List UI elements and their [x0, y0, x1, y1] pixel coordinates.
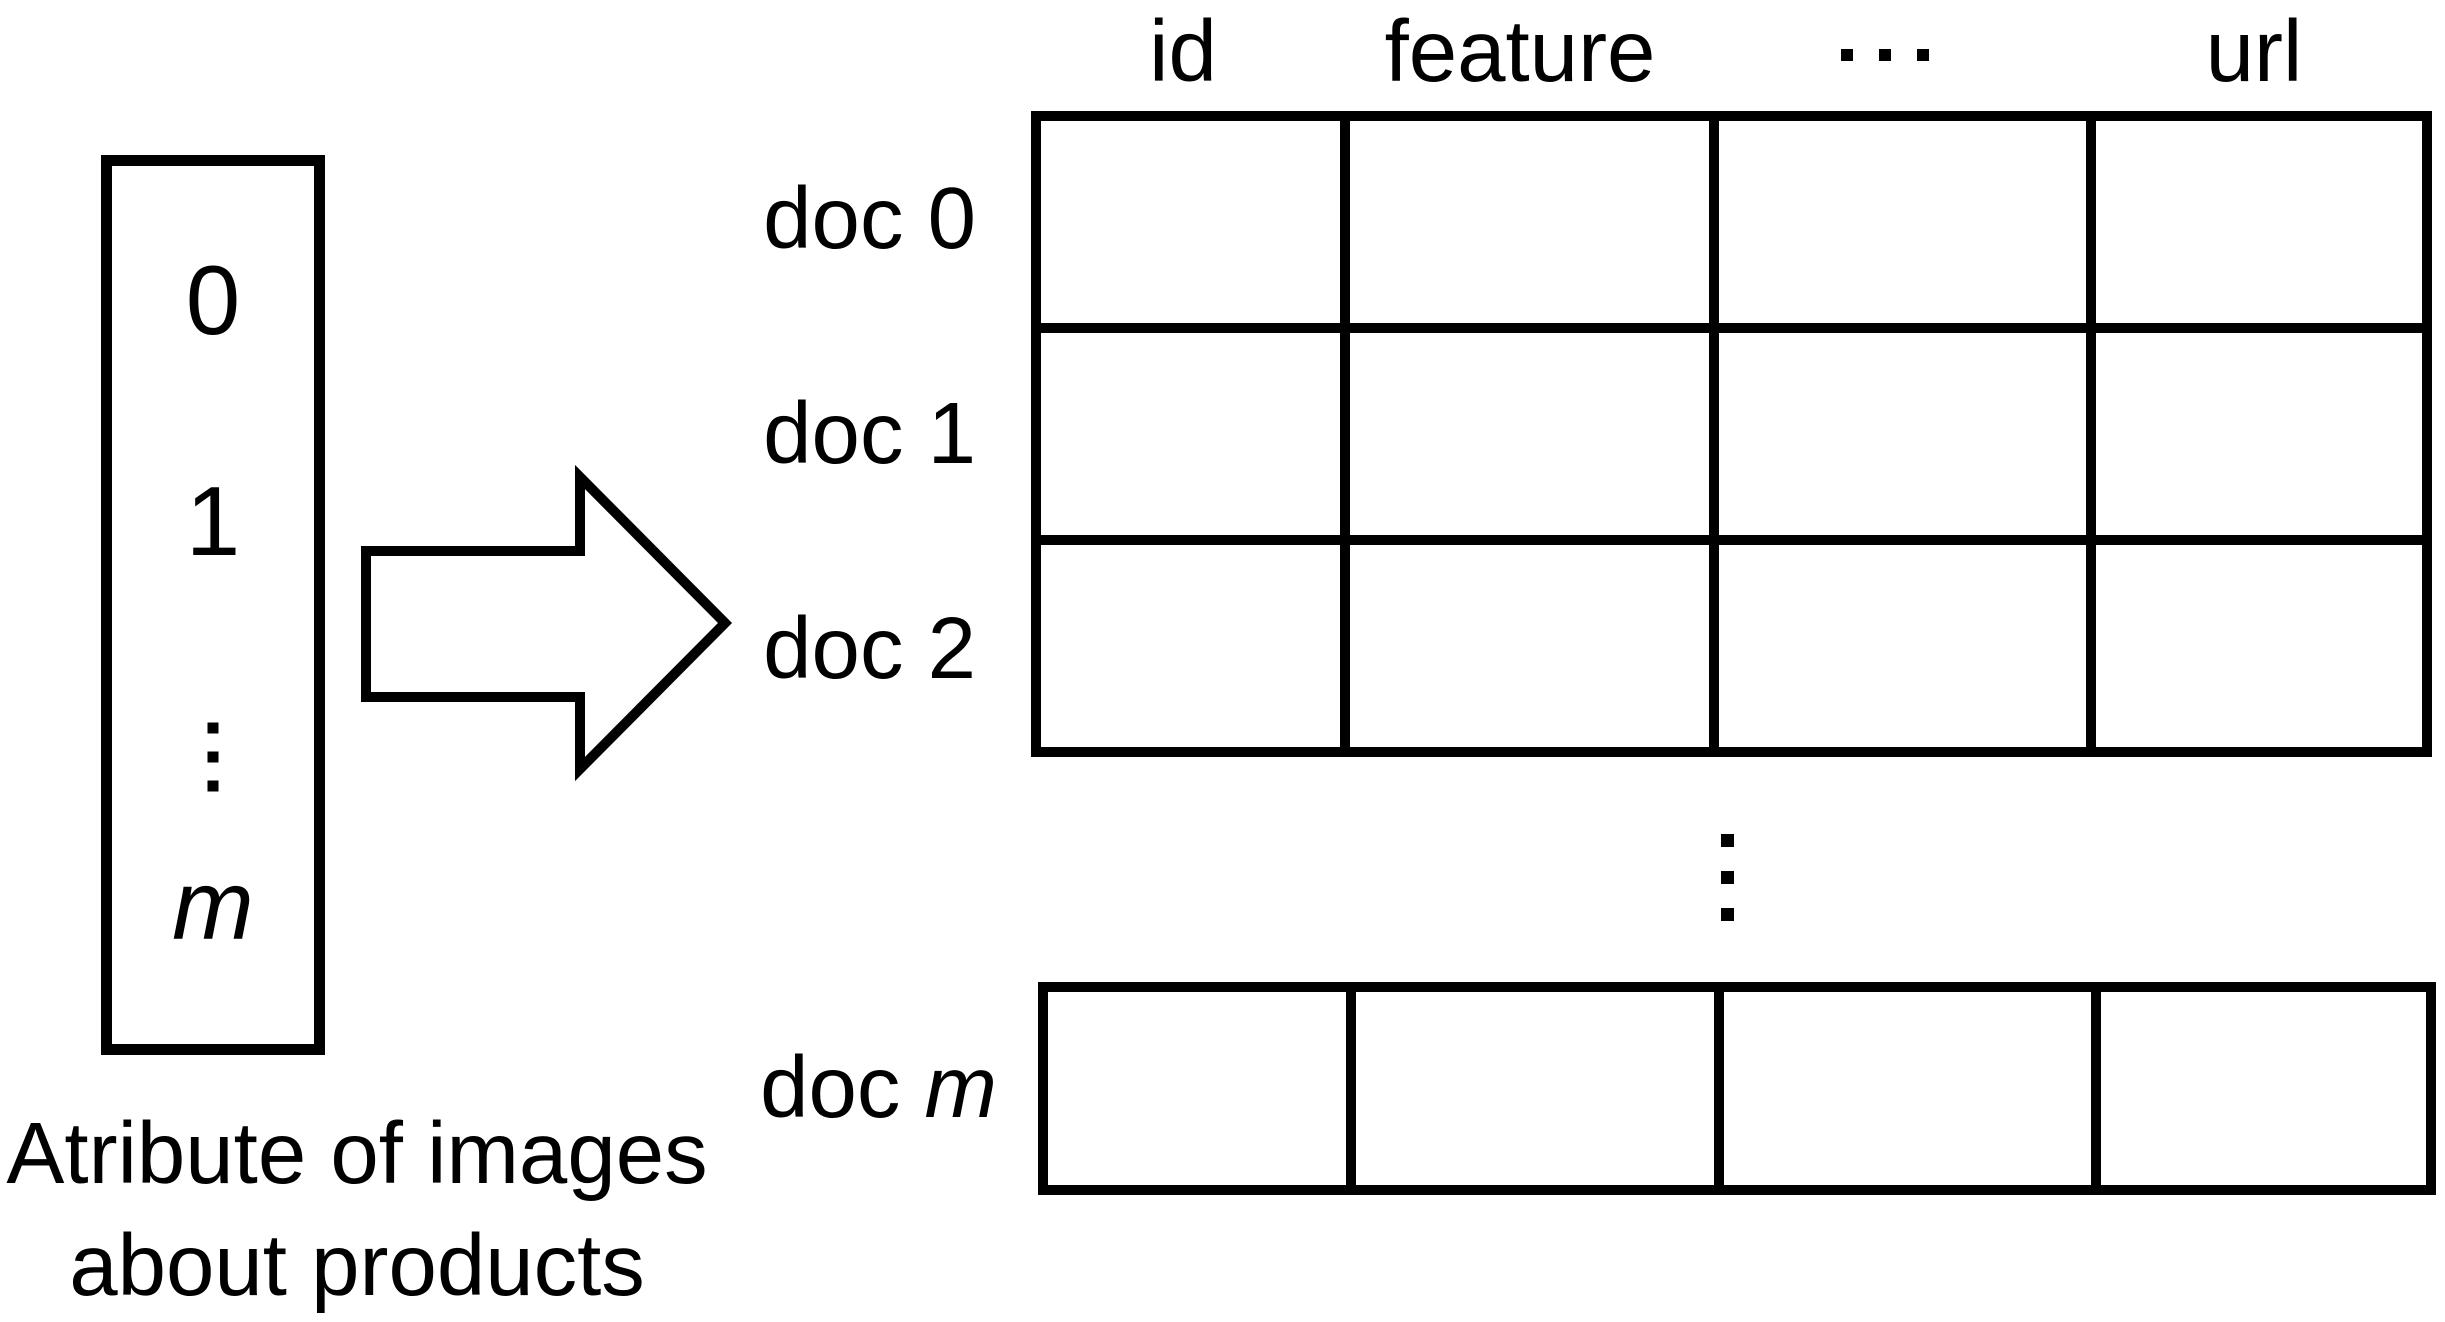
ellipsis-dot — [1721, 871, 1734, 884]
table-cell — [1718, 121, 2087, 323]
ellipsis-dot — [207, 751, 219, 763]
horizontal-ellipsis-icon — [1841, 49, 1929, 61]
ellipsis-dot — [1879, 49, 1891, 61]
table-cell — [2096, 121, 2422, 323]
caption-line-2: about products — [69, 1217, 645, 1314]
ellipsis-dot — [1721, 908, 1734, 921]
doc-m-cell — [1048, 992, 1347, 1185]
table-cell — [1041, 333, 1340, 535]
table-cell — [1349, 333, 1709, 535]
row-label-doc-1: doc 1 — [763, 385, 976, 482]
ellipsis-dot — [1917, 49, 1929, 61]
table-cell — [2096, 545, 2422, 747]
vertical-ellipsis-icon — [207, 722, 219, 792]
table-cell — [1041, 545, 1340, 747]
row-label-doc-0: doc 0 — [763, 170, 976, 267]
table-cell — [2096, 333, 2422, 535]
arrow-right-icon — [361, 464, 733, 782]
table-cell — [1718, 545, 2087, 747]
table-cell — [1718, 333, 2087, 535]
column-header-url: url — [2205, 3, 2303, 100]
ellipsis-dot — [1721, 834, 1734, 847]
doc-m-variable: m — [924, 1039, 997, 1136]
row-label-doc-m: doc m — [747, 1036, 997, 1140]
ellipsis-dot — [1841, 49, 1853, 61]
doc-table-grid — [1031, 111, 2432, 757]
ellipsis-dot — [207, 722, 219, 734]
caption-line-1: Atribute of images — [6, 1105, 708, 1202]
row-label-doc-2: doc 2 — [763, 600, 976, 697]
doc-m-prefix: doc — [760, 1039, 925, 1136]
doc-m-cell — [2100, 992, 2426, 1185]
table-cell — [1349, 121, 1709, 323]
vector-caption: Atribute of images about products — [0, 1098, 714, 1322]
vector-item-m: m — [172, 850, 254, 960]
vector-item-1: 1 — [185, 466, 241, 576]
doc-m-cell — [1356, 992, 1715, 1185]
ellipsis-dot — [207, 780, 219, 792]
attribute-vector-box: 0 1 m — [101, 155, 325, 1055]
column-header-id: id — [1149, 3, 1217, 100]
table-vertical-ellipsis-icon — [1721, 834, 1734, 921]
doc-m-row-grid — [1038, 982, 2436, 1195]
table-cell — [1041, 121, 1340, 323]
table-cell — [1349, 545, 1709, 747]
vector-item-0: 0 — [185, 245, 241, 355]
column-header-feature: feature — [1384, 3, 1656, 100]
doc-m-cell — [1724, 992, 2091, 1185]
